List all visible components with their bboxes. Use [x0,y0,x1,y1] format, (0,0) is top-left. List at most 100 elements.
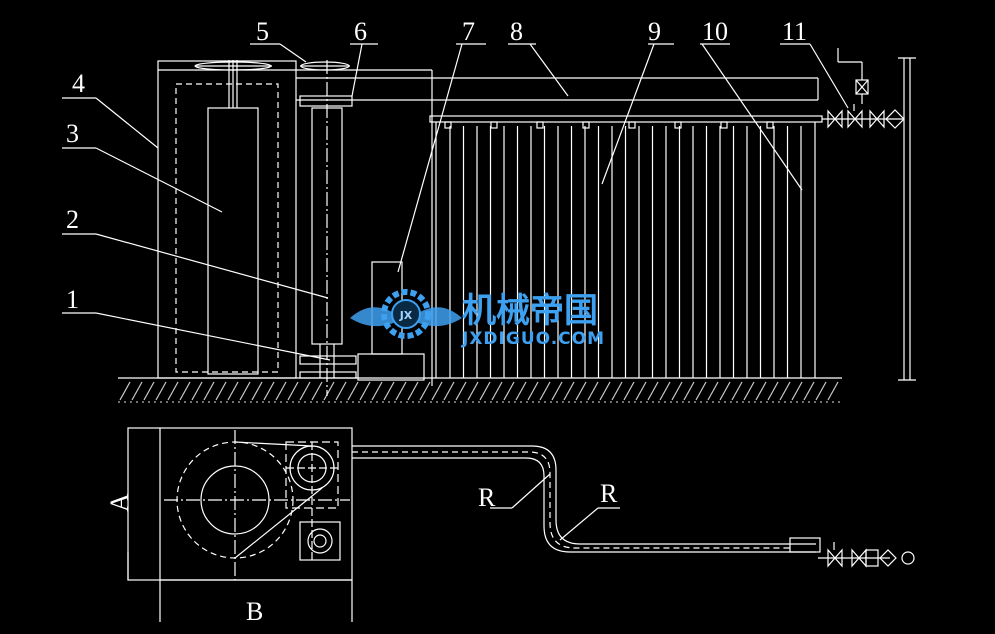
label-9: 9 [648,17,661,46]
ground-hatch [311,381,323,401]
ground-hatch [563,381,575,401]
inner-cylinder [207,60,259,375]
ground-hatch [527,381,539,401]
fin-array-frame [435,122,816,378]
gear-wings-logo: JX [350,289,462,339]
ground-hatch [263,381,275,401]
ground-hatch [383,381,395,401]
ground-hatch [731,381,743,401]
ground-hatch [443,381,455,401]
ground-hatch [455,381,467,401]
ground-hatch [695,381,707,401]
ground-hatch [335,381,347,401]
ground-hatch [191,381,203,401]
label-view-b: B [246,597,263,626]
ground-hatch [347,381,359,401]
ground-hatch [551,381,563,401]
ground-hatch [767,381,779,401]
spray-nozzle [536,121,544,129]
label-3: 3 [66,119,79,148]
ground-hatch [503,381,515,401]
label-5: 5 [256,17,269,46]
ground-hatch [275,381,287,401]
ground-hatch [587,381,599,401]
label-6: 6 [354,17,367,46]
label-radius-2: R [600,479,618,508]
standpipe [898,57,916,381]
top-pulley-assembly [194,61,353,107]
spray-nozzle [674,121,682,129]
tank-body [157,60,432,379]
valve-train [822,48,905,129]
ground-hatch [599,381,611,401]
ground-hatch [479,381,491,401]
spray-nozzle [628,121,636,129]
plan-view-box [127,427,353,622]
spray-nozzle [582,121,590,129]
motor [357,70,433,386]
spray-nozzle [766,121,774,129]
ground-hatch [803,381,815,401]
spray-nozzle [720,121,728,129]
ground-hatch [227,381,239,401]
ground-hatch [119,381,131,401]
label-10: 10 [702,17,728,46]
drive-shaft [311,60,343,396]
ground-hatch [179,381,191,401]
ground-hatch [575,381,587,401]
watermark: JX 机械帝国 JXDIGUO.COM [350,289,605,349]
ground-hatch [743,381,755,401]
ground-hatch [779,381,791,401]
label-11: 11 [782,17,807,46]
ground-hatch [515,381,527,401]
label-radius-1: R [478,483,496,512]
label-7: 7 [462,17,475,46]
label-8: 8 [510,17,523,46]
watermark-cn: 机械帝国 [462,291,598,331]
label-1: 1 [66,285,79,314]
ground-hatch [707,381,719,401]
ground-hatch [215,381,227,401]
ground-hatch [323,381,335,401]
ground-hatch [407,381,419,401]
ground-hatch [491,381,503,401]
ground-hatch [299,381,311,401]
ground-hatch [203,381,215,401]
ground-hatch [419,381,431,401]
ground-hatch [167,381,179,401]
watermark-en: JXDIGUO.COM [461,329,605,349]
leader-lines [62,43,849,361]
ground-hatch [755,381,767,401]
ground-hatch [143,381,155,401]
ground-hatch [791,381,803,401]
ground-hatch [827,381,839,401]
spray-nozzle [444,121,452,129]
ground-hatch [611,381,623,401]
ground-hatch [647,381,659,401]
ground-hatch [359,381,371,401]
ground-hatch [239,381,251,401]
upper-duct [296,77,819,101]
ground-hatch [659,381,671,401]
label-2: 2 [66,205,79,234]
ground-hatch [623,381,635,401]
radius-leaders [490,473,620,541]
ground-hatch [719,381,731,401]
ground-hatch [371,381,383,401]
label-view-a: A [105,493,134,512]
ground-hatch [635,381,647,401]
part-numbers: 4 3 2 1 5 6 7 8 9 10 11 R R A B [66,17,807,626]
ground-hatch [431,381,443,401]
pipe-route [352,445,915,568]
spray-nozzles [444,121,774,129]
fin-array [449,126,802,378]
ground-hatch [287,381,299,401]
logo-badge: JX [399,309,413,322]
spray-nozzle [490,121,498,129]
ground-hatch [467,381,479,401]
plan-tank-circles [176,441,341,561]
lower-pulley [299,355,357,379]
ground-hatch [131,381,143,401]
ground-hatch [539,381,551,401]
